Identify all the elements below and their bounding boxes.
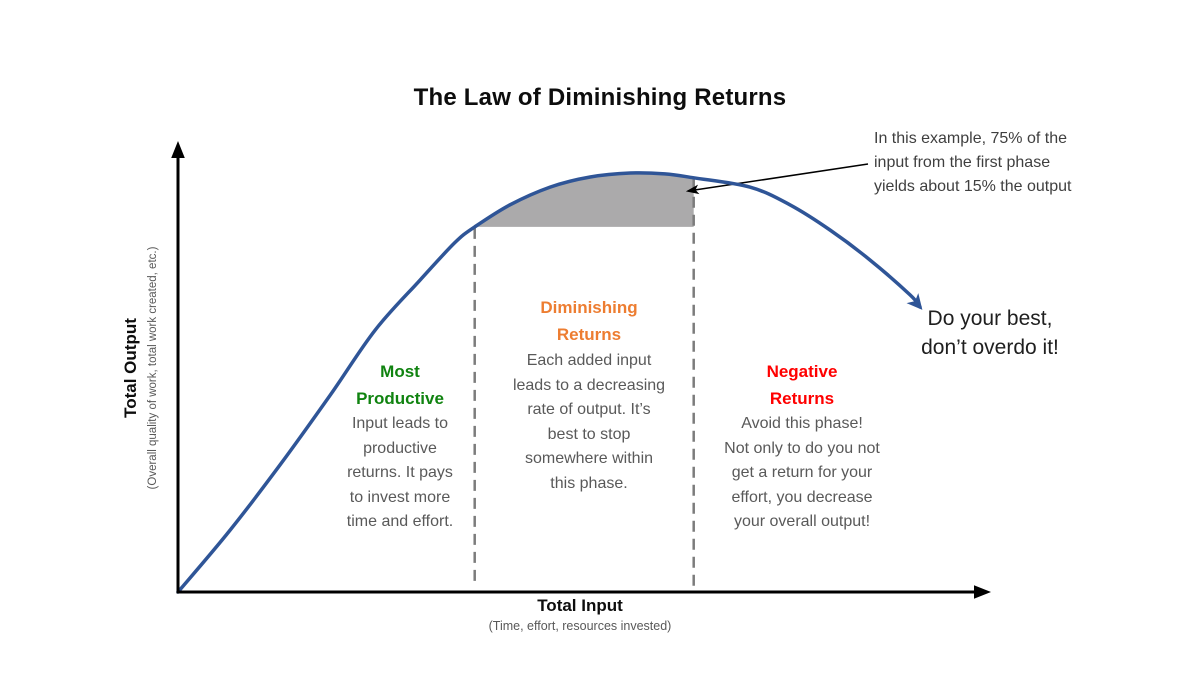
phase-diminishing-returns-description: Each added input leads to a decreasing r… — [512, 352, 666, 492]
shaded-region — [474, 172, 694, 227]
output-curve — [176, 171, 923, 594]
phase-diminishing-returns-title: Diminishing Returns — [540, 298, 638, 344]
y-axis-label: Total Output — [121, 318, 140, 418]
phase-most-productive-description: Input leads to productive returns. It pa… — [346, 415, 454, 530]
x-axis-sublabel: (Time, effort, resources invested) — [488, 619, 672, 633]
x-axis-label: Total Input — [537, 596, 623, 615]
y-axis-arrowhead-icon — [171, 141, 185, 158]
x-axis-arrowhead-icon — [974, 585, 991, 599]
annotation-arrow — [685, 163, 869, 195]
phase-negative-returns-description: Avoid this phase! Not only to do you not… — [724, 415, 880, 530]
chart-title: The Law of Diminishing Returns — [413, 84, 787, 111]
annotation-text: In this example, 75% of the input from t… — [874, 130, 1072, 195]
y-axis-sublabel: (Overall quality of work, total work cre… — [147, 246, 159, 490]
closing-note: Do your best, don’t overdo it! — [921, 307, 1059, 359]
phase-negative-returns-title: Negative Returns — [766, 362, 838, 408]
phase-most-productive-title: Most Productive — [356, 362, 444, 408]
